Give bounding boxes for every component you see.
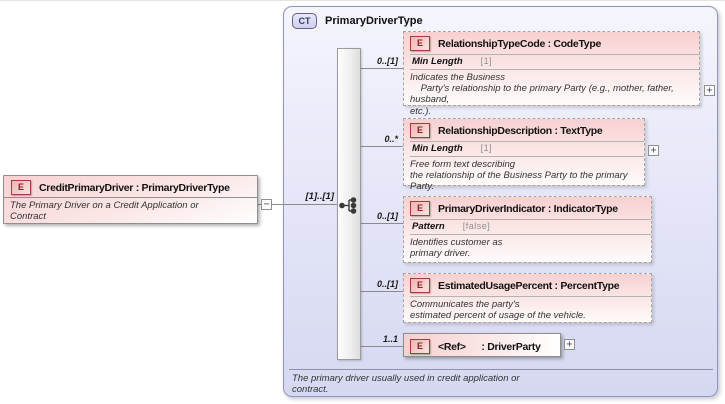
element-title: <Ref> : DriverParty (438, 340, 541, 353)
element-e-icon: E (410, 123, 430, 138)
element-e-icon: E (410, 201, 430, 216)
element-e-icon: E (410, 278, 430, 293)
expand-icon[interactable]: + (648, 145, 659, 156)
element-box-ref-driver-party[interactable]: E <Ref> : DriverParty (403, 333, 561, 357)
cardinality-label: 0..* (384, 134, 398, 144)
element-description: Free form text describing the relationsh… (410, 159, 628, 193)
complex-type-icon: CT (292, 13, 317, 29)
connector-line (256, 204, 344, 205)
footer-divider (289, 369, 713, 370)
element-e-icon: E (410, 339, 430, 354)
facet-value: [1] (480, 56, 493, 66)
facet-row: Min Length [1] (410, 54, 699, 70)
cardinality-label: 0..[1] (376, 279, 398, 289)
cardinality-label: [1]..[1] (305, 191, 335, 202)
sequence-compositor-icon[interactable] (339, 197, 358, 214)
element-description: Communicates the party's estimated perce… (410, 299, 586, 322)
element-box-primary-driver-indicator[interactable]: E PrimaryDriverIndicator : IndicatorType… (403, 196, 652, 263)
element-description: Indicates the Business Party's relations… (410, 72, 674, 117)
divider (4, 197, 257, 198)
connector-line (359, 146, 403, 147)
element-box-relationship-type-code[interactable]: E RelationshipTypeCode : CodeType Min Le… (403, 31, 700, 117)
element-box-credit-primary-driver[interactable]: E CreditPrimaryDriver : PrimaryDriverTyp… (3, 175, 258, 224)
cardinality-label: 1..1 (382, 334, 398, 344)
expand-icon[interactable]: + (704, 85, 715, 96)
element-description: The Primary Driver on a Credit Applicati… (10, 200, 199, 223)
element-title: EstimatedUsagePercent : PercentType (438, 279, 620, 292)
facet-name: Min Length (412, 56, 463, 67)
element-description: Identifies customer as primary driver. (410, 237, 503, 260)
facet-value: [1] (480, 143, 493, 153)
complex-type-title: PrimaryDriverType (325, 15, 423, 27)
connector-line (359, 291, 403, 292)
element-title: CreditPrimaryDriver : PrimaryDriverType (39, 181, 230, 194)
cardinality-label: 0..[1] (376, 56, 398, 66)
footer-annotation: The primary driver usually used in credi… (292, 373, 520, 396)
expand-icon[interactable]: + (564, 339, 575, 350)
complex-type-header: CT PrimaryDriverType (292, 13, 423, 29)
element-e-icon: E (410, 36, 430, 51)
facet-name: Pattern (412, 221, 445, 232)
element-title: PrimaryDriverIndicator : IndicatorType (438, 202, 618, 215)
element-box-relationship-description[interactable]: E RelationshipDescription : TextType Min… (403, 118, 645, 192)
element-title: RelationshipDescription : TextType (438, 124, 603, 137)
collapse-icon[interactable]: − (261, 199, 272, 210)
facet-value: [false] (462, 221, 491, 231)
element-box-estimated-usage-percent[interactable]: E EstimatedUsagePercent : PercentType Co… (403, 273, 652, 323)
connector-line (359, 223, 403, 224)
connector-line (359, 68, 403, 69)
divider (410, 296, 651, 297)
connector-line (359, 346, 403, 347)
facet-name: Min Length (412, 143, 463, 154)
facet-row: Pattern [false] (410, 219, 651, 235)
element-title: RelationshipTypeCode : CodeType (438, 37, 601, 50)
facet-row: Min Length [1] (410, 141, 644, 157)
element-e-icon: E (11, 180, 31, 195)
cardinality-label: 0..[1] (376, 211, 398, 221)
